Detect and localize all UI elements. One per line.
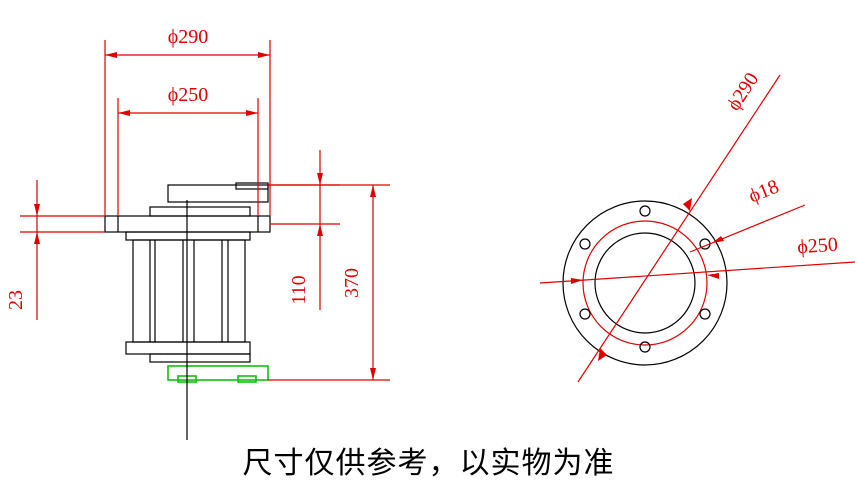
upper-ring [125,231,251,241]
side-view [104,182,271,440]
flange-bore [594,232,696,334]
dim-hole-label: ϕ18 [745,176,782,208]
dim-height-370: 370 [268,184,390,381]
reference-note: 尺寸仅供参考，以实物为准 [242,446,615,481]
dim-top-outer: ϕ290 [104,26,271,216]
bolt-hole-3 [699,308,711,320]
lower-hub [149,353,251,363]
dim-top-inner-label: ϕ250 [168,84,209,106]
flange-view [562,200,728,366]
dim-bolt-circle: ϕ250 [539,234,856,284]
base-foot-right [237,375,257,383]
top-cap [167,184,269,203]
bolt-hole-5 [579,308,591,320]
dim-hole: ϕ18 [689,176,806,253]
dim-height-370-label: 370 [341,268,363,298]
dim-height-110: 110 [268,150,340,310]
bolt-hole-4 [639,341,651,353]
bolt-hole-1 [639,205,651,217]
bolt-circle [582,220,708,346]
top-cap-lip [235,182,269,190]
flange-hub [149,206,251,217]
bolt-hole-6 [579,238,591,250]
lower-ring [125,341,251,355]
dim-flange-thickness-label: 23 [5,290,27,310]
flange-outer-circle [562,200,728,366]
dim-flange-thickness: 23 [5,180,105,320]
dim-top-outer-label: ϕ290 [168,26,209,48]
dim-height-110-label: 110 [288,275,310,304]
base-plate [167,365,269,381]
dim-top-inner: ϕ250 [117,84,259,216]
dim-flange-outer-label: ϕ290 [723,69,764,115]
dim-bolt-circle-label: ϕ250 [797,234,839,259]
